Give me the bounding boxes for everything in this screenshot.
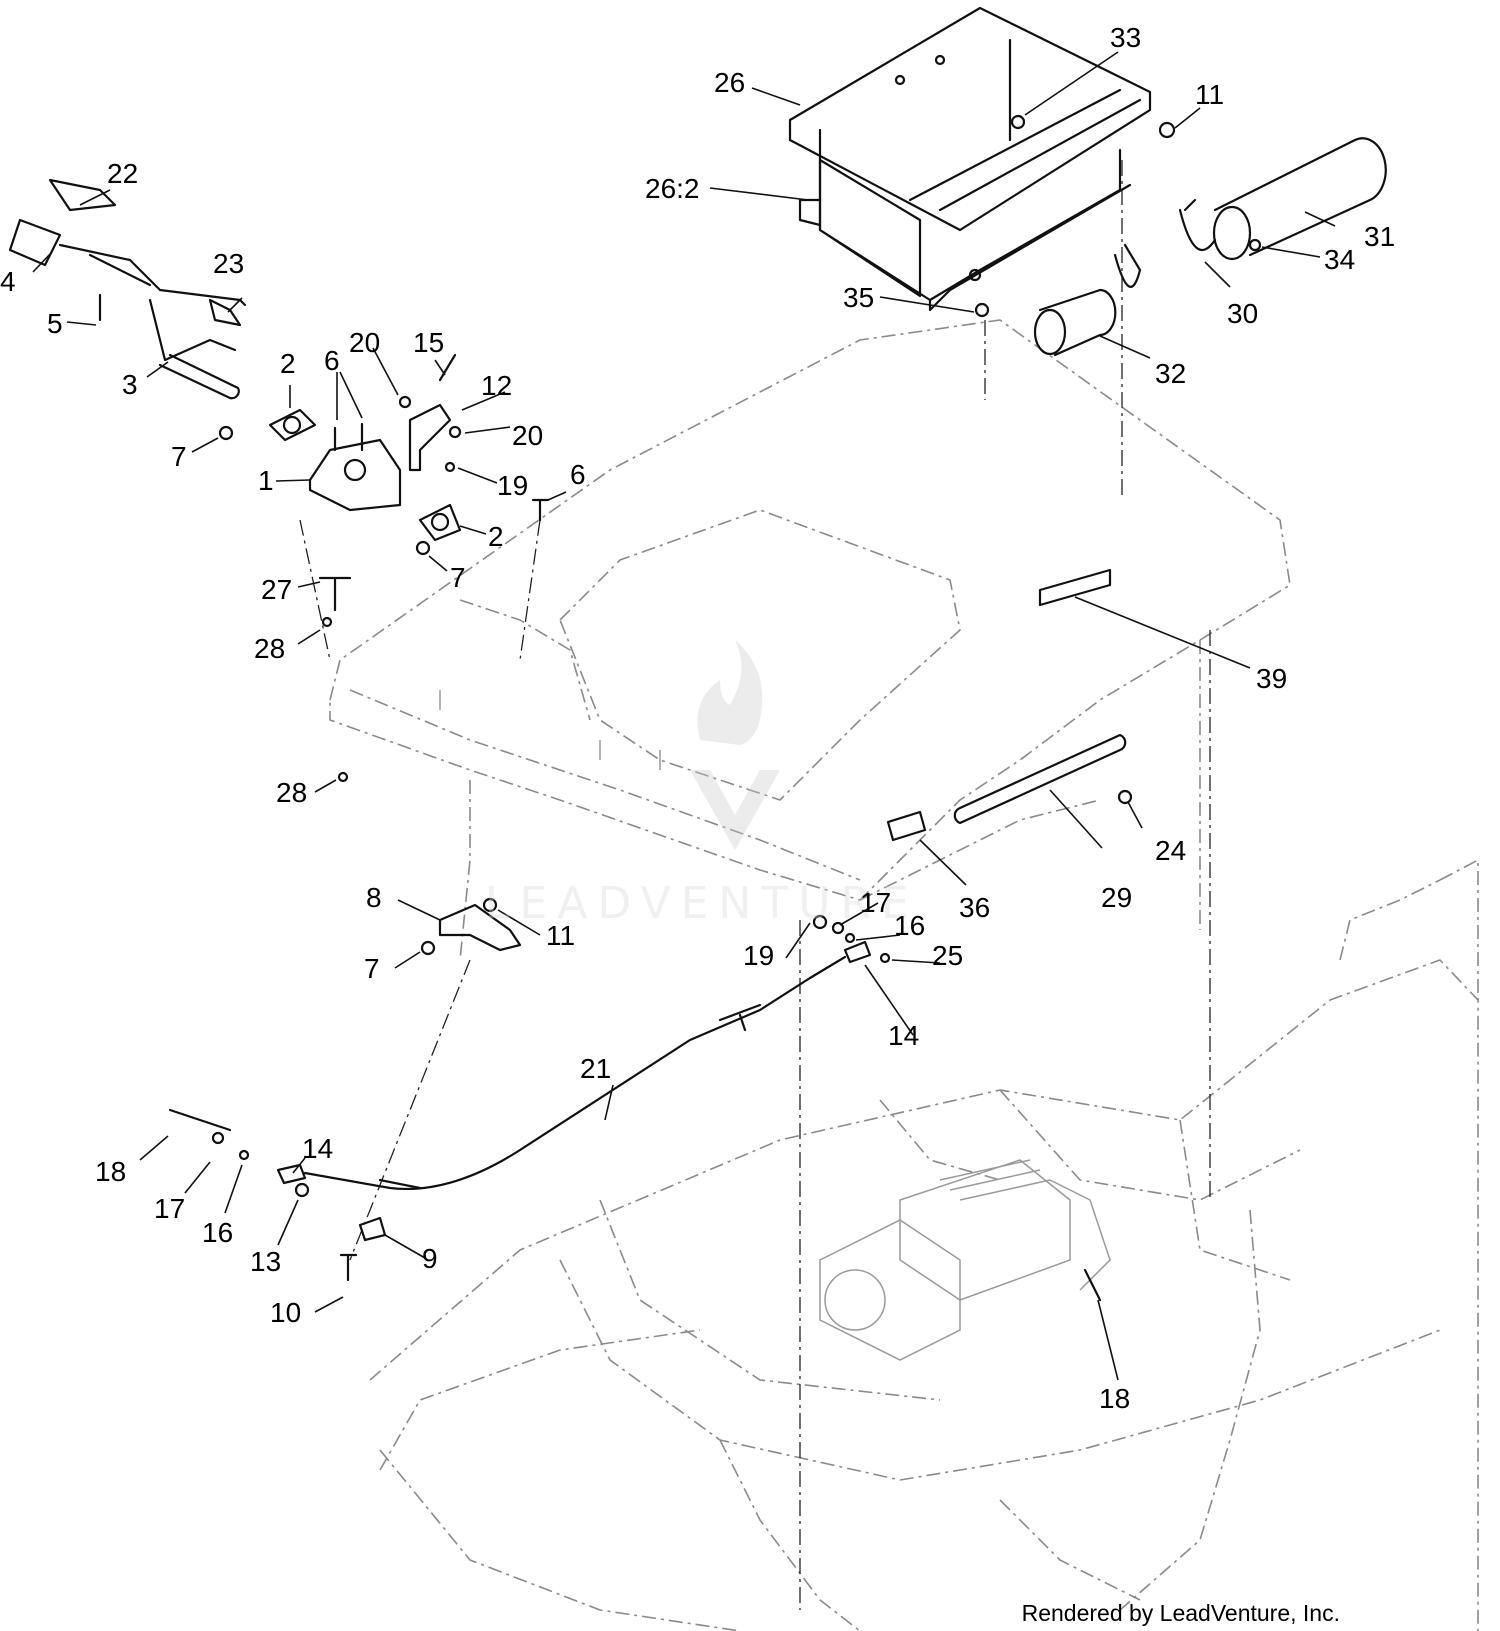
seat-mount-part-26	[788, 6, 1152, 312]
callout-12: 12	[481, 370, 512, 401]
watermark: LEADVENTURE	[485, 640, 919, 929]
hydrostatic-pump-ghost	[819, 1159, 1111, 1361]
leader-lines	[32, 51, 1336, 1381]
callout-25: 25	[932, 940, 963, 971]
callout-28-lower: 28	[276, 777, 307, 808]
callout-27: 27	[261, 574, 292, 605]
callout-15: 15	[413, 327, 444, 358]
callout-5: 5	[47, 308, 63, 339]
callout-14-upper: 14	[888, 1020, 919, 1051]
callout-28-upper: 28	[254, 633, 285, 664]
callout-7-lower: 7	[364, 953, 380, 984]
callout-20-right: 20	[512, 420, 543, 451]
plates-29-36-39	[886, 568, 1133, 842]
callout-19-upper: 19	[497, 470, 528, 501]
callout-18-left: 18	[95, 1156, 126, 1187]
callout-14-lower: 14	[302, 1133, 333, 1164]
callout-10: 10	[270, 1297, 301, 1328]
callout-33: 33	[1110, 22, 1141, 53]
watermark-text: LEADVENTURE	[485, 878, 919, 929]
callout-22: 22	[107, 158, 138, 189]
callout-24: 24	[1155, 835, 1186, 866]
alignment-lines	[299, 160, 1211, 1610]
callout-7-left: 7	[171, 441, 187, 472]
callout-6-right: 6	[570, 459, 586, 490]
callout-3: 3	[122, 369, 138, 400]
render-credit: Rendered by LeadVenture, Inc.	[1021, 1600, 1340, 1626]
callout-13: 13	[250, 1246, 281, 1277]
chassis-frame-ghost	[369, 859, 1479, 1631]
callout-7-middle: 7	[450, 562, 466, 593]
callout-30: 30	[1227, 298, 1258, 329]
callout-20-left: 20	[349, 327, 380, 358]
callout-23: 23	[213, 248, 244, 279]
callout-19-lower: 19	[743, 940, 774, 971]
lever-parts-1-to-23	[8, 178, 550, 783]
callout-29: 29	[1101, 882, 1132, 913]
callout-16-lower: 16	[202, 1217, 233, 1248]
callout-39: 39	[1256, 663, 1287, 694]
callout-16-upper: 16	[894, 910, 925, 941]
callout-31: 31	[1364, 221, 1395, 252]
callout-36: 36	[959, 892, 990, 923]
callout-6-upper: 6	[324, 345, 340, 376]
callout-8: 8	[366, 882, 382, 913]
callout-35: 35	[843, 282, 874, 313]
callout-labels: 1 2 2 3 4 5 6 6 7 7 7 8 9 10 11 11 12 13…	[0, 22, 1395, 1414]
tube-parts-30-31-32	[974, 121, 1387, 357]
cable-parts-8-21	[168, 897, 1102, 1302]
callout-11-lower: 11	[546, 920, 575, 951]
callout-26: 26	[714, 67, 745, 98]
callout-4: 4	[0, 266, 16, 297]
seat-frame-ghost	[329, 319, 1291, 961]
callout-17-upper: 17	[860, 887, 891, 918]
callout-26-2: 26:2	[645, 173, 700, 204]
callout-34: 34	[1324, 244, 1355, 275]
callout-21: 21	[580, 1053, 611, 1084]
callout-17-lower: 17	[154, 1193, 185, 1224]
callout-32: 32	[1155, 358, 1186, 389]
callout-1: 1	[258, 465, 274, 496]
callout-9: 9	[422, 1243, 438, 1274]
callout-18-right: 18	[1099, 1383, 1130, 1414]
callout-2-lower: 2	[488, 521, 504, 552]
callout-2-upper: 2	[280, 348, 296, 379]
callout-11-upper: 11	[1195, 79, 1224, 110]
